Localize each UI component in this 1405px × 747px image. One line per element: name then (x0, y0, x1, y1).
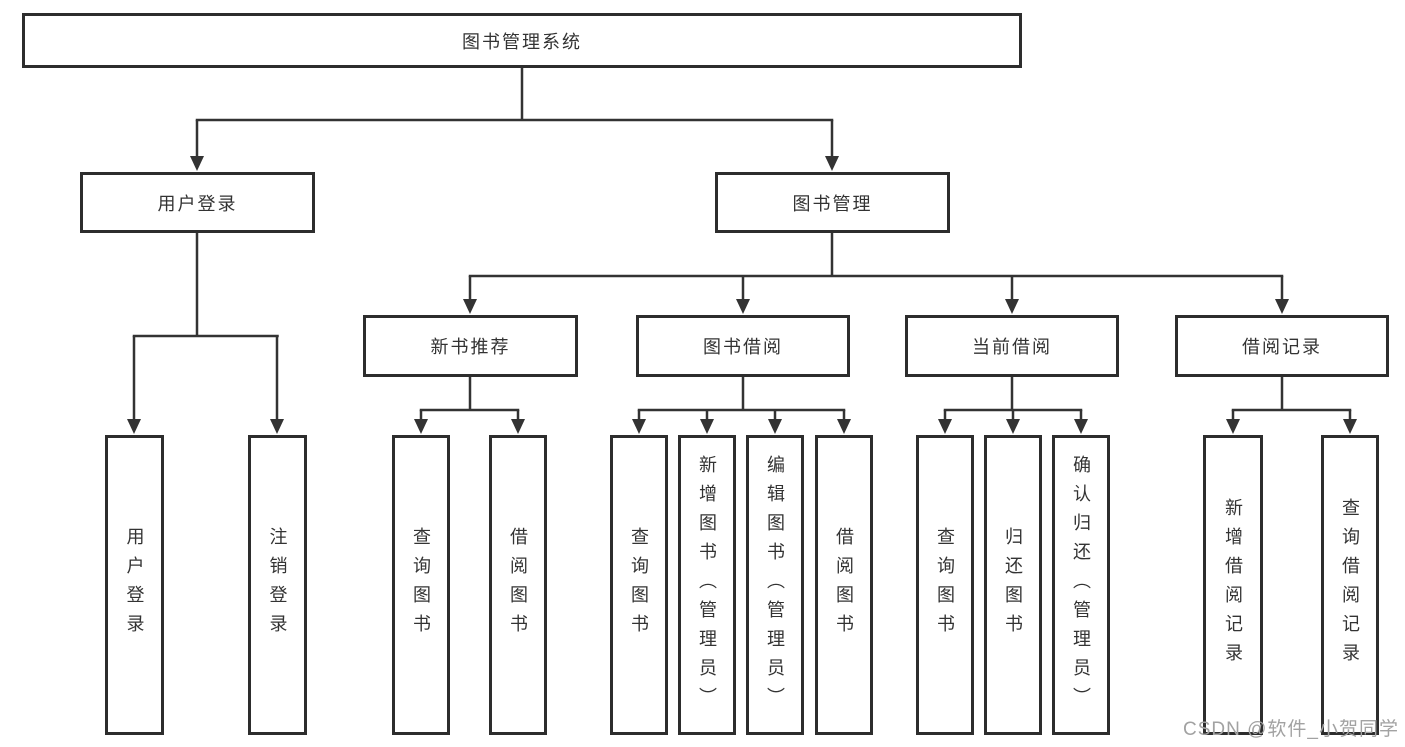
leaf-user-login-label: 用户登录 (124, 527, 145, 643)
leaf-borrow-books-recommend-label: 借阅图书 (508, 527, 528, 643)
leaf-return-books: 归还图书 (984, 435, 1042, 735)
leaf-return-books-label: 归还图书 (1003, 527, 1023, 643)
node-book-borrowing: 图书借阅 (636, 315, 850, 377)
node-borrowing-records-label: 借阅记录 (1242, 337, 1322, 357)
node-root-label: 图书管理系统 (462, 31, 582, 52)
leaf-borrow-books-recommend: 借阅图书 (489, 435, 547, 735)
leaf-query-books-borrow-label: 查询图书 (629, 527, 649, 643)
node-user-login-label: 用户登录 (157, 193, 238, 214)
leaf-borrow-books-label: 借阅图书 (834, 527, 854, 643)
leaf-query-books-recommend-label: 查询图书 (411, 527, 431, 643)
node-new-book-recommend: 新书推荐 (363, 315, 578, 377)
leaf-add-books-admin-label: 新增图书（管理员） (697, 454, 717, 716)
leaf-borrow-books: 借阅图书 (815, 435, 873, 735)
leaf-query-books-borrow: 查询图书 (610, 435, 668, 735)
leaf-query-borrow-record: 查询借阅记录 (1321, 435, 1379, 735)
node-current-borrowing: 当前借阅 (905, 315, 1119, 377)
leaf-query-books-recommend: 查询图书 (392, 435, 450, 735)
node-root-system: 图书管理系统 (22, 13, 1022, 68)
leaf-add-books-admin: 新增图书（管理员） (678, 435, 736, 735)
node-book-borrowing-label: 图书借阅 (703, 337, 783, 357)
leaf-query-books-current-label: 查询图书 (935, 527, 955, 643)
node-book-management: 图书管理 (715, 172, 950, 233)
leaf-edit-books-admin: 编辑图书（管理员） (746, 435, 804, 735)
node-current-borrowing-label: 当前借阅 (972, 337, 1052, 357)
leaf-logout: 注销登录 (248, 435, 307, 735)
leaf-add-borrow-record-label: 新增借阅记录 (1223, 498, 1243, 672)
leaf-query-borrow-record-label: 查询借阅记录 (1340, 498, 1360, 672)
leaf-confirm-return-admin: 确认归还（管理员） (1052, 435, 1110, 735)
leaf-confirm-return-admin-label: 确认归还（管理员） (1071, 454, 1091, 716)
leaf-logout-label: 注销登录 (267, 527, 288, 643)
leaf-add-borrow-record: 新增借阅记录 (1203, 435, 1263, 735)
leaf-user-login: 用户登录 (105, 435, 164, 735)
node-new-book-recommend-label: 新书推荐 (430, 337, 511, 357)
leaf-edit-books-admin-label: 编辑图书（管理员） (765, 454, 785, 716)
arrowheads (127, 156, 1357, 434)
leaf-query-books-current: 查询图书 (916, 435, 974, 735)
csdn-watermark: CSDN @软件_小贺同学 (1183, 719, 1399, 740)
node-user-login: 用户登录 (80, 172, 315, 233)
node-book-management-label: 图书管理 (792, 193, 873, 214)
node-borrowing-records: 借阅记录 (1175, 315, 1389, 377)
